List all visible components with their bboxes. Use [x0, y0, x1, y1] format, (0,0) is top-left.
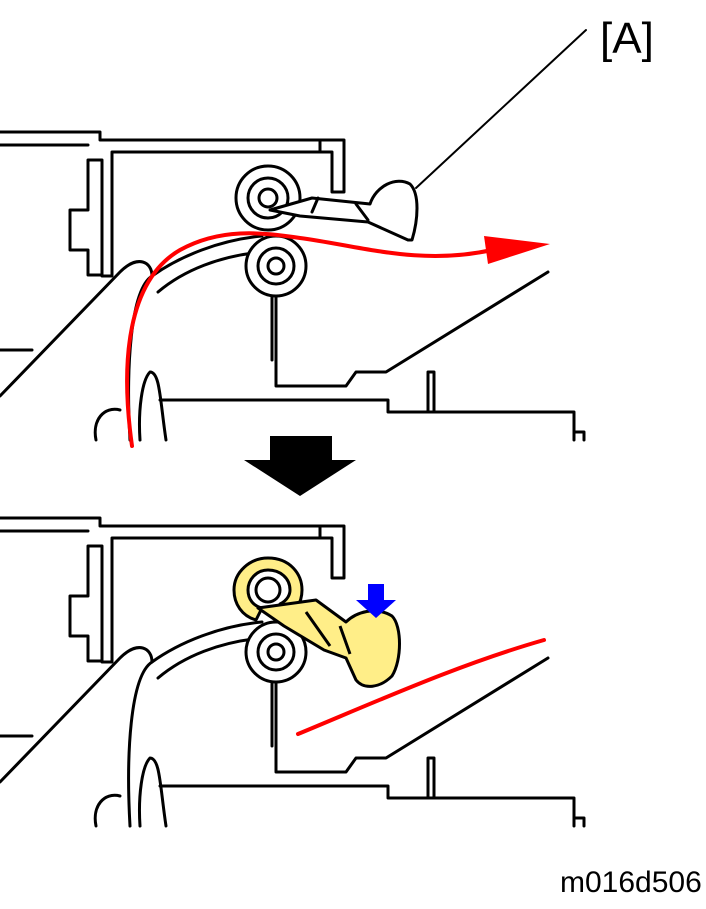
lower-guide-plate-2	[274, 656, 550, 774]
base-rail	[158, 288, 586, 442]
step-down-arrow-icon	[244, 436, 356, 496]
left-guide-lower-2	[93, 756, 168, 828]
callout-label-a: [A]	[600, 14, 654, 63]
frame-outline	[0, 130, 346, 278]
upper-roller	[234, 164, 302, 232]
feeler-dropped-highlighted	[232, 556, 401, 688]
feeler-arm-dropped-detail	[304, 611, 352, 655]
press-down-arrow-icon	[356, 584, 396, 618]
callout-leader	[415, 29, 587, 189]
paper-path-top	[125, 231, 494, 448]
paper-path-bottom	[296, 638, 546, 736]
frame-outline-2	[0, 516, 346, 664]
top-panel	[0, 29, 587, 442]
frame-inner-wall	[0, 138, 322, 352]
bottom-panel	[0, 516, 586, 828]
paper-direction-arrowhead	[484, 236, 550, 264]
upper-roller-2-shaft	[254, 576, 282, 604]
figure-code: m016d506	[560, 866, 702, 899]
lower-roller	[244, 234, 308, 298]
left-guide-lower	[93, 370, 168, 442]
left-guide-2	[0, 646, 154, 828]
base-rail-2	[158, 674, 586, 828]
feeler-arm-detail	[310, 196, 370, 222]
lower-roller-2	[244, 620, 308, 684]
frame-inner-wall-2	[0, 524, 322, 738]
feeler-arm-raised	[268, 179, 419, 242]
lower-guide-plate	[274, 270, 550, 388]
